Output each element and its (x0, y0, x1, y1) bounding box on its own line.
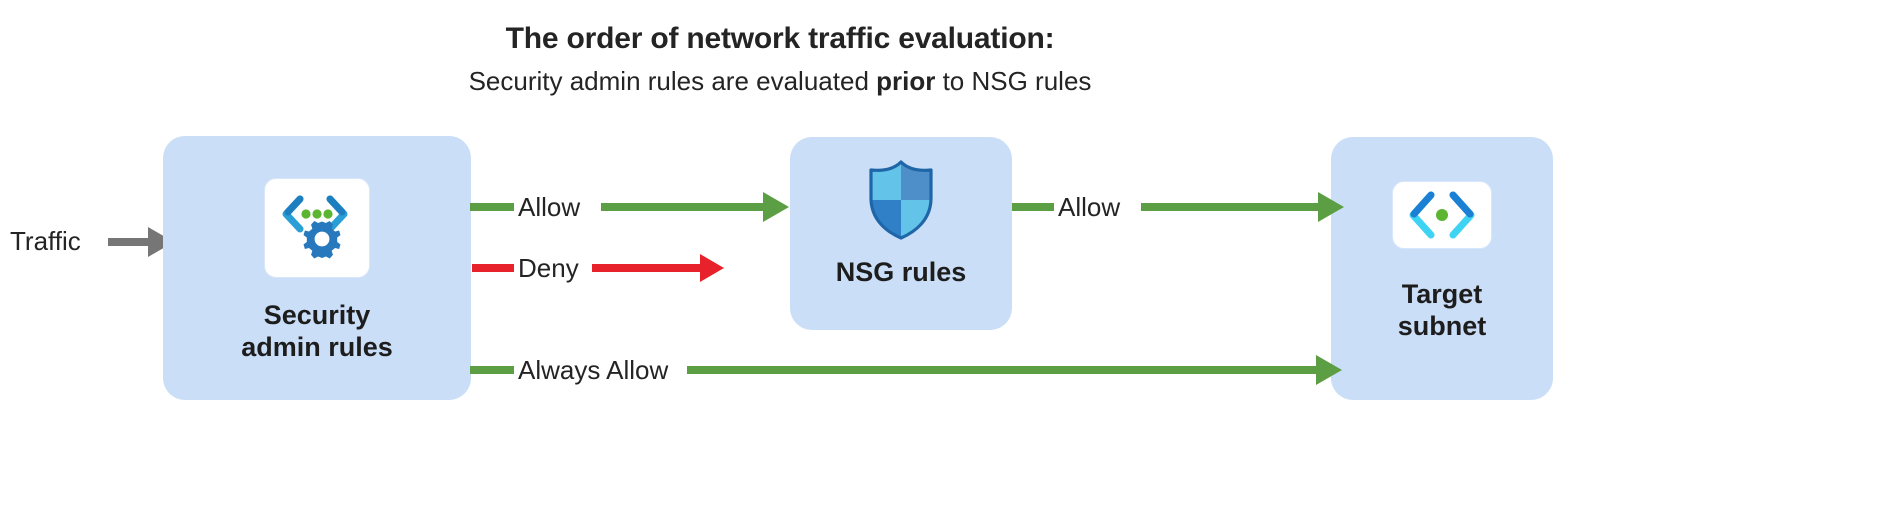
subtitle-text-post: to NSG rules (935, 66, 1092, 96)
shield-icon-tile (858, 157, 944, 243)
edge-label-always-allow: Always Allow (518, 355, 669, 385)
allow-to-nsg-arrowhead-icon (763, 192, 789, 222)
node-label-target-subnet: Target subnet (1397, 279, 1487, 341)
traffic-line (108, 238, 150, 246)
allow-to-nsg-line-left (470, 203, 514, 211)
page-subtitle: Security admin rules are evaluated prior… (0, 66, 1560, 97)
code-brackets-gear-icon (282, 195, 348, 259)
allow-to-nsg-line-right (601, 203, 765, 211)
code-brackets-dot-icon (1409, 191, 1475, 239)
edge-label-allow-to-subnet: Allow (1058, 192, 1121, 222)
node-nsg-rules[interactable]: NSG rules (790, 137, 1012, 330)
allow-to-subnet-line-right (1141, 203, 1321, 211)
deny-line-right (592, 264, 702, 272)
code-brackets-dot-icon-tile (1392, 181, 1492, 249)
node-label-security-admin-rules: Security admin rules (241, 300, 393, 362)
deny-arrowhead-icon (700, 254, 724, 282)
edge-label-deny: Deny (518, 253, 579, 283)
allow-to-subnet-arrowhead-icon (1318, 192, 1344, 222)
always-allow-arrowhead-icon (1316, 355, 1342, 385)
node-target-subnet[interactable]: Target subnet (1331, 137, 1553, 400)
page-title: The order of network traffic evaluation: (505, 22, 1055, 55)
code-brackets-gear-icon-tile (264, 178, 370, 278)
node-security-admin-rules[interactable]: Security admin rules (163, 136, 471, 400)
shield-icon (869, 160, 933, 240)
deny-line-left (472, 264, 514, 272)
edge-label-allow-to-nsg: Allow (518, 192, 581, 222)
allow-to-subnet-line-left (1012, 203, 1054, 211)
subtitle-emphasis: prior (876, 66, 936, 96)
always-allow-line-left (470, 366, 514, 374)
edge-label-traffic: Traffic (10, 226, 81, 256)
always-allow-line-right (687, 366, 1319, 374)
node-label-nsg-rules: NSG rules (835, 257, 967, 287)
subtitle-text-pre: Security admin rules are evaluated (468, 66, 877, 96)
